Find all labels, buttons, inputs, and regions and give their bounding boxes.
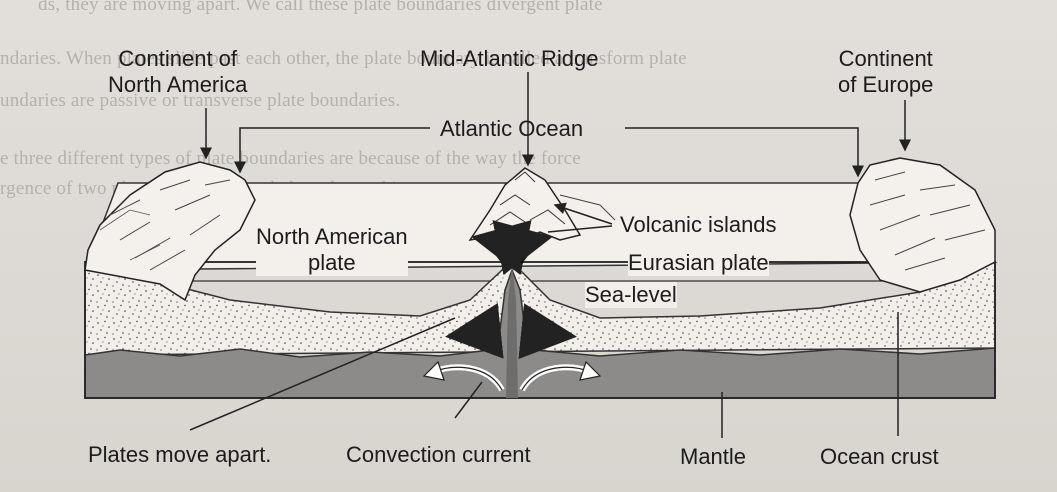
rising-arrow-right-icon (492, 220, 553, 276)
label-mid-atlantic-ridge: Mid-Atlantic Ridge (420, 46, 599, 71)
label-mantle: Mantle (680, 444, 747, 469)
label-sea-level: Sea-level (585, 282, 677, 308)
spreading-arrow-right-icon (518, 303, 577, 359)
label-convection-current: Convection current (346, 442, 531, 467)
label-volcanic-islands: Volcanic islands (618, 212, 779, 238)
background-text-line-2: ndaries. When plates slide past each oth… (0, 48, 687, 69)
label-ocean-crust: Ocean crust (820, 444, 939, 469)
label-north-american-plate: North American plate (256, 224, 408, 276)
spreading-arrow-left-icon (445, 303, 504, 359)
north-america-continent (84, 161, 256, 302)
magma-channel (506, 265, 518, 398)
background-text-line-3: undaries are passive or transverse plate… (0, 90, 401, 111)
label-atlantic-ocean: Atlantic Ocean (440, 116, 584, 141)
label-continent-north-america: Continent of North America (108, 46, 248, 97)
background-text-line-1: ds, they are moving apart. We call these… (38, 0, 603, 15)
background-text-line-4: e three different types of plate boundar… (0, 148, 581, 169)
mantle-layer (84, 267, 996, 399)
label-eurasian-plate: Eurasian plate (628, 250, 769, 276)
leader-lines (189, 72, 911, 438)
europe-continent (849, 157, 996, 293)
ocean-crust-layer (84, 260, 996, 356)
label-continent-europe: Continent of Europe (838, 46, 934, 97)
label-plates-move-apart: Plates move apart. (88, 442, 272, 467)
